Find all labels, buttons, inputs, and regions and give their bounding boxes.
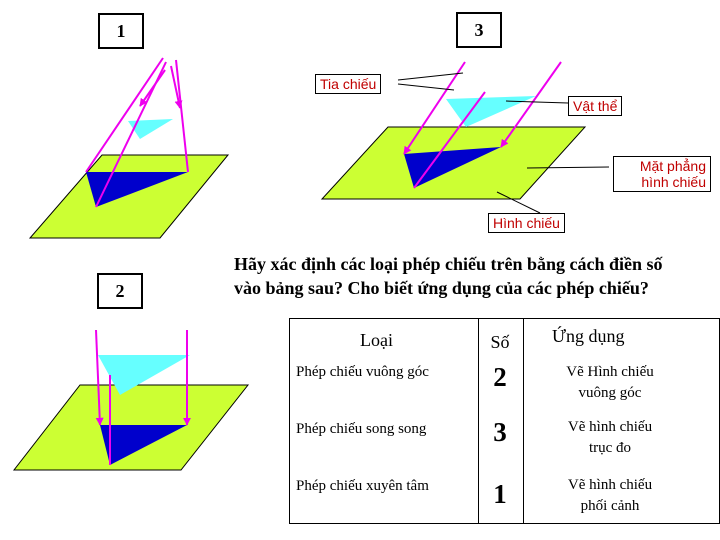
ray-3c [413,91,486,189]
table-divider-1 [478,319,479,523]
header-type: Loại [360,329,393,350]
row-3-application: Vẽ hình chiếu phối cảnh [530,473,690,519]
header-number: Số [490,331,510,352]
row-2-application-line1: Vẽ hình chiếu [567,419,653,435]
figure-1-central-projection [28,57,230,239]
ray-1b [175,59,189,173]
row-2-number: 3 [493,416,507,447]
figure-label-1: 1 [98,13,144,49]
row-3-application-line2: phối cảnh [580,498,640,514]
row-3-application-line1: Vẽ hình chiếu [567,477,653,493]
arrow-1a [139,69,166,107]
question-line-2: vào bảng sau? Cho biết ứng dụng của các … [234,278,649,298]
header-application: Ứng dụng [552,325,625,346]
projection-table: Loại Số Ứng dụng Phép chiếu vuông góc 2 … [289,318,720,524]
row-2-type: Phép chiếu song song [296,420,427,437]
object-3 [446,96,536,127]
row-2-application: Vẽ hình chiếu trục đo [530,415,690,461]
ray-3a [403,61,466,155]
figure-label-3: 3 [456,12,502,48]
table-divider-2 [523,319,524,523]
callout-vat-the: Vật thể [568,96,623,116]
row-1-type: Phép chiếu vuông góc [296,363,429,380]
figure-2-orthogonal-projection [12,329,250,471]
arrow-1b [170,65,183,109]
row-2-application-line2: trục đo [588,440,632,456]
object-2 [98,355,190,395]
question-line-1: Hãy xác định các loại phép chiếu trên bằ… [234,254,663,274]
callout-mat-phang: Mặt phẳng hình chiếu [613,156,711,192]
row-1-application: Vẽ Hình chiếu vuông góc [530,359,690,407]
row-3-number: 1 [493,478,507,509]
callout-mat-phang-line1: Mặt phẳng [639,158,706,174]
question-text: Hãy xác định các loại phép chiếu trên bằ… [234,252,718,300]
object-1 [128,119,173,139]
figure-label-2: 2 [97,273,143,309]
projection-image-2 [100,425,187,465]
projection-image-3 [404,147,501,188]
ray-3b [500,61,562,148]
callout-hinh-chieu: Hình chiếu [488,213,565,233]
callout-tia-chieu: Tia chiếu [315,74,382,94]
row-3-type: Phép chiếu xuyên tâm [296,477,429,494]
row-1-number: 2 [493,361,507,392]
callout-leaders [397,72,610,214]
ray-2a [95,329,104,426]
row-1-application-line2: vuông góc [578,385,642,401]
ray-1a [85,57,164,173]
figure-3-parallel-projection [320,61,587,200]
callout-mat-phang-line2: hình chiếu [641,174,706,190]
projection-image-1 [86,172,188,207]
projection-plane-1 [28,154,230,239]
row-1-application-line1: Vẽ Hình chiếu [566,364,654,380]
